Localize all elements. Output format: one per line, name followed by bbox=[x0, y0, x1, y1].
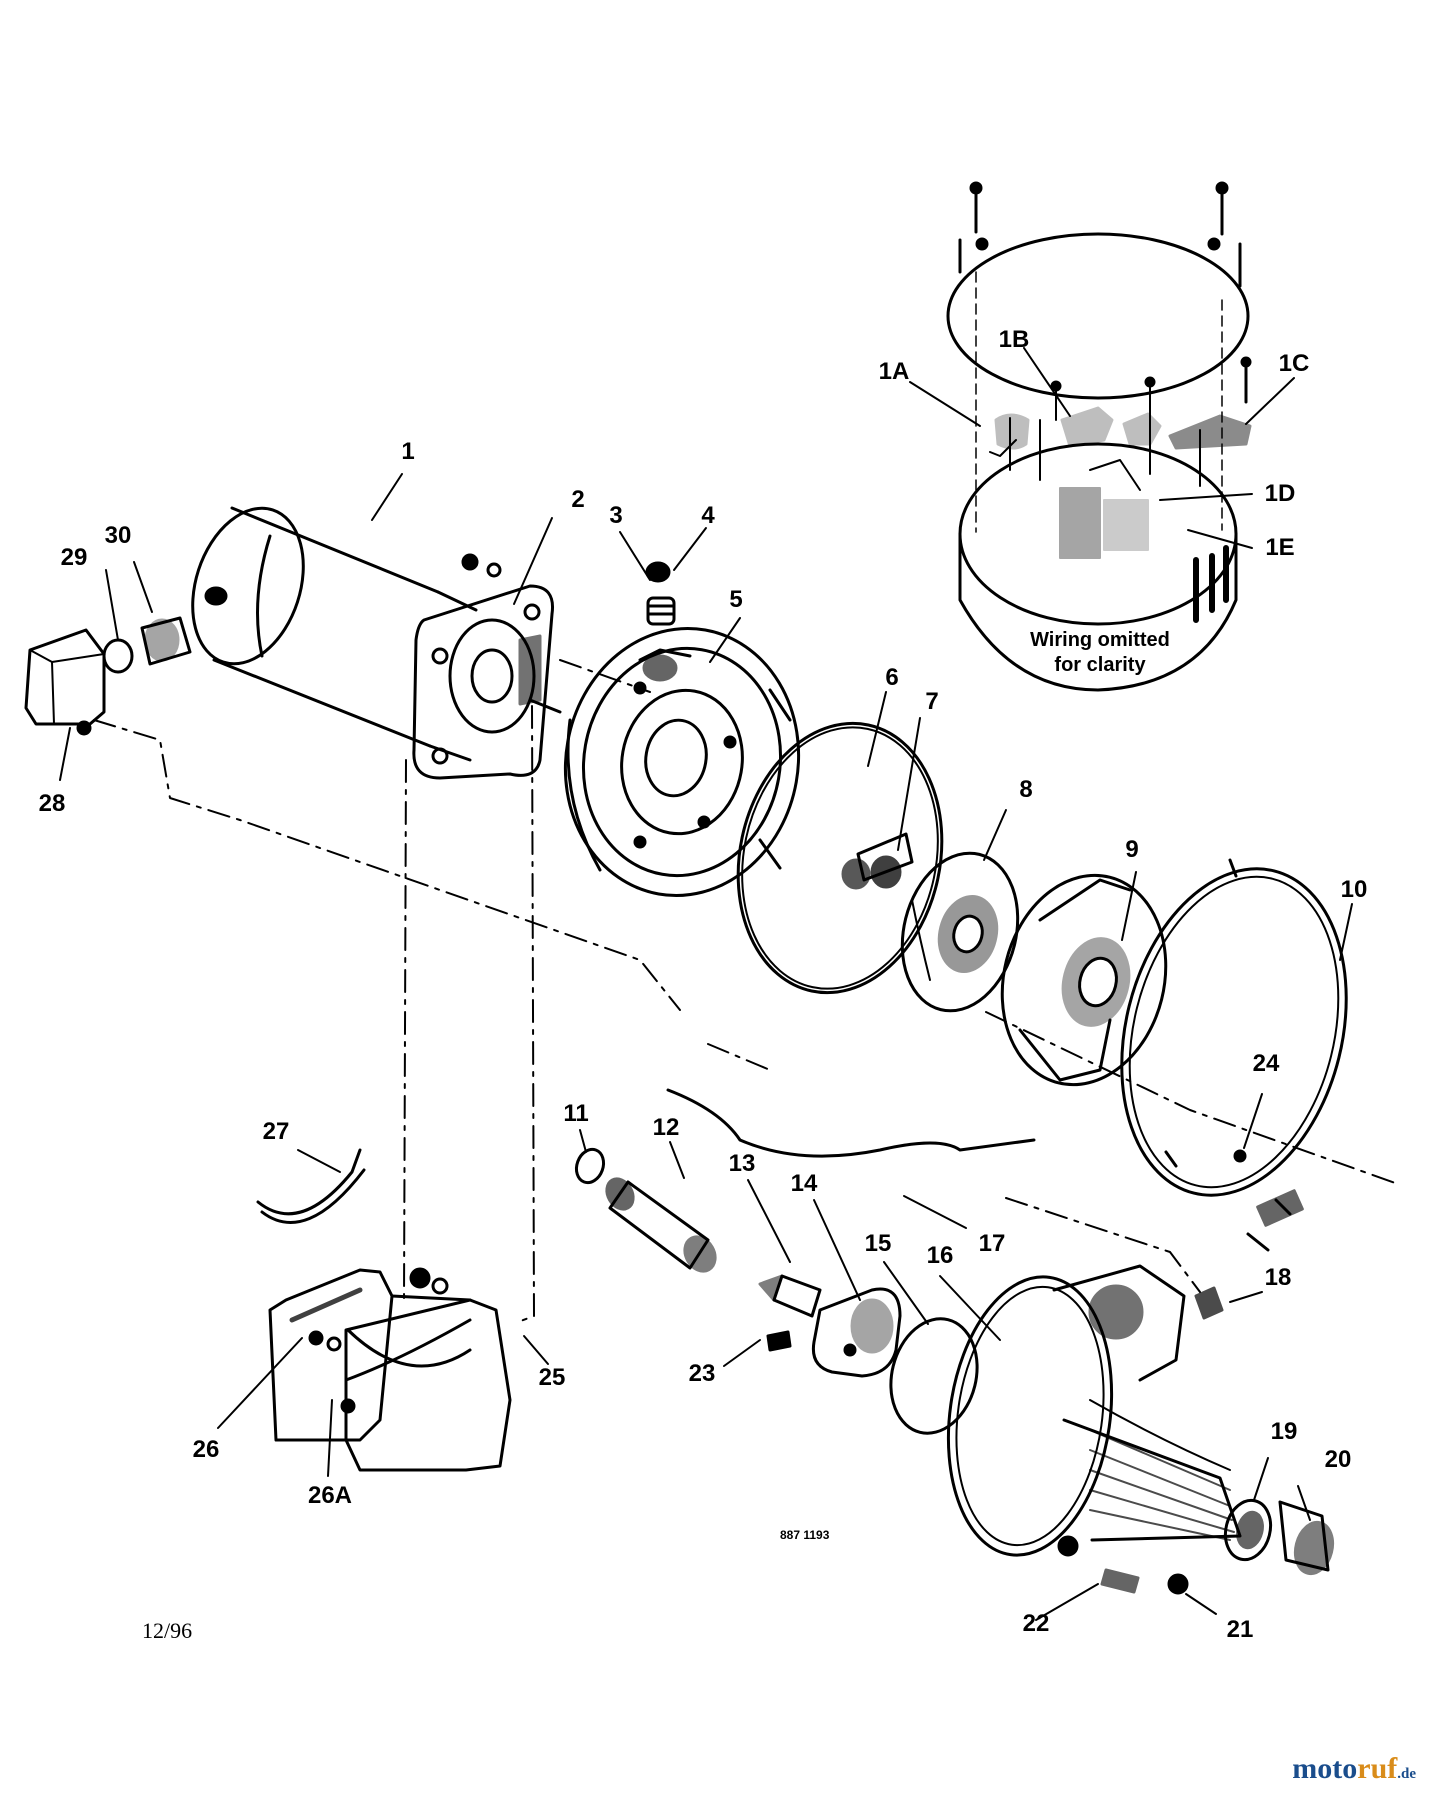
plug-and-cap bbox=[645, 561, 676, 626]
impeller bbox=[900, 851, 1020, 1013]
elbow-fitting bbox=[1194, 1286, 1224, 1320]
callout-26: 26 bbox=[192, 1436, 220, 1463]
motor-electrical-end bbox=[946, 181, 1252, 692]
o-ring-large bbox=[736, 721, 944, 995]
callout-8: 8 bbox=[1019, 776, 1033, 803]
diffuser bbox=[1000, 873, 1168, 1087]
guide-plate bbox=[811, 1287, 902, 1378]
shaft-seal bbox=[841, 832, 914, 890]
callout-18: 18 bbox=[1264, 1264, 1292, 1291]
callout-4: 4 bbox=[701, 502, 715, 529]
wire-clip bbox=[256, 1148, 366, 1224]
callout-26a: 26A bbox=[307, 1482, 353, 1509]
o-ring-medium bbox=[889, 1317, 979, 1435]
callout-1d: 1D bbox=[1264, 480, 1296, 507]
callout-15: 15 bbox=[864, 1230, 892, 1257]
callout-6: 6 bbox=[885, 664, 899, 691]
drawing-number: 887 1193 bbox=[780, 1528, 830, 1542]
date-mark: 12/96 bbox=[142, 1618, 193, 1643]
small-o-ring bbox=[574, 1147, 606, 1185]
callout-7: 7 bbox=[925, 688, 939, 715]
callout-22: 22 bbox=[1022, 1610, 1050, 1637]
pump-casing bbox=[946, 1264, 1242, 1557]
clamp-band bbox=[1120, 858, 1348, 1252]
wiring-note-line1: Wiring omitted bbox=[1030, 629, 1170, 651]
callout-1b: 1B bbox=[998, 326, 1030, 353]
callout-1: 1 bbox=[401, 438, 415, 465]
motor-base bbox=[268, 1267, 512, 1472]
callout-25: 25 bbox=[538, 1364, 566, 1391]
callout-1e: 1E bbox=[1265, 534, 1295, 561]
small-screw-22 bbox=[1100, 1568, 1140, 1594]
watermark-part2: ruf bbox=[1357, 1752, 1398, 1785]
callout-1c: 1C bbox=[1278, 350, 1310, 377]
callout-30: 30 bbox=[104, 522, 132, 549]
callout-11: 11 bbox=[563, 1100, 589, 1127]
screw-23 bbox=[766, 1330, 792, 1352]
callout-1a: 1A bbox=[878, 358, 910, 385]
bypass-tube bbox=[666, 1088, 1036, 1158]
seal-plate bbox=[563, 627, 801, 897]
end-bracket-plate bbox=[412, 584, 562, 780]
callout-19: 19 bbox=[1270, 1418, 1298, 1445]
callout-17: 17 bbox=[978, 1230, 1006, 1257]
wiring-omitted-note: Wiring omitted for clarity bbox=[1010, 628, 1190, 678]
callout-16: 16 bbox=[926, 1242, 954, 1269]
callout-13: 13 bbox=[728, 1150, 756, 1177]
callout-9: 9 bbox=[1125, 836, 1139, 863]
fittings-19-20 bbox=[1223, 1498, 1335, 1576]
callout-20: 20 bbox=[1324, 1446, 1352, 1473]
callout-29: 29 bbox=[60, 544, 88, 571]
venturi-tube bbox=[605, 1177, 717, 1273]
callout-28: 28 bbox=[38, 790, 66, 817]
motoruf-watermark: motoruf.de bbox=[1292, 1752, 1416, 1786]
callout-14: 14 bbox=[790, 1170, 818, 1197]
motor-body bbox=[191, 506, 502, 762]
callout-23: 23 bbox=[688, 1360, 716, 1387]
bolt-24 bbox=[1233, 1149, 1247, 1163]
callout-3: 3 bbox=[609, 502, 623, 529]
callout-10: 10 bbox=[1340, 876, 1368, 903]
callout-5: 5 bbox=[729, 586, 743, 613]
nozzle bbox=[758, 1274, 822, 1318]
assembly-centerlines bbox=[93, 659, 1399, 1323]
callout-12: 12 bbox=[652, 1114, 680, 1141]
leader-lines bbox=[59, 347, 1353, 1621]
watermark-part1: moto bbox=[1292, 1752, 1358, 1785]
callout-24: 24 bbox=[1252, 1050, 1280, 1077]
watermark-part3: .de bbox=[1397, 1766, 1416, 1782]
switch-cover-assembly bbox=[24, 616, 192, 736]
callout-27: 27 bbox=[262, 1118, 290, 1145]
drain-plug bbox=[1167, 1573, 1189, 1595]
wiring-note-line2: for clarity bbox=[1054, 654, 1146, 676]
callout-21: 21 bbox=[1226, 1616, 1254, 1643]
callout-2: 2 bbox=[571, 486, 585, 513]
